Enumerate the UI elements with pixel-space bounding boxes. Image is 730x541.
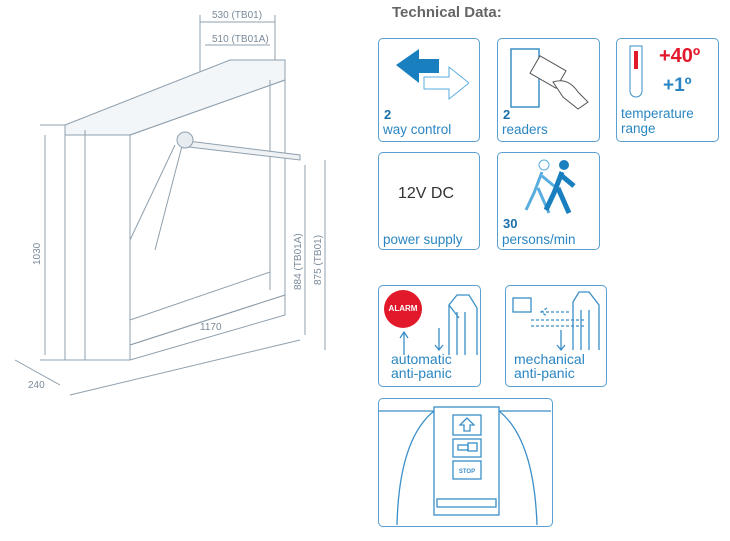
throughput-label: persons/min xyxy=(502,232,576,247)
dim-depth: 240 xyxy=(28,380,45,391)
power-label: power supply xyxy=(383,232,463,247)
card-temperature: +40º +1º temperature range xyxy=(616,38,719,142)
two-way-arrows-icon xyxy=(396,49,469,101)
dim-width-tb01a: 510 (TB01A) xyxy=(212,34,269,45)
dim-height-tb01a: 884 (TB01A) xyxy=(293,233,304,290)
dim-length: 1170 xyxy=(200,322,222,333)
dim-width-tb01: 530 (TB01) xyxy=(212,10,262,21)
temp-label1: temperature xyxy=(621,106,694,121)
card-way-control: 2 way control xyxy=(378,38,480,142)
way-number: 2 xyxy=(384,107,392,122)
turnstile-drawing: 530 (TB01) 510 (TB01A) 1030 884 (TB01A) … xyxy=(14,10,326,396)
walking-persons-icon xyxy=(524,159,576,215)
temp-label2: range xyxy=(621,121,656,136)
stop-label: STOP xyxy=(459,469,475,475)
card-throughput: 30 persons/min xyxy=(497,152,600,250)
card-readers: 2 readers xyxy=(497,38,600,142)
readers-label: readers xyxy=(502,122,548,137)
readers-number: 2 xyxy=(503,107,511,122)
temp-max: +40º xyxy=(659,45,701,67)
dim-height-tb01: 875 (TB01) xyxy=(313,235,324,285)
mech-panic-icon xyxy=(512,291,600,352)
throughput-number: 30 xyxy=(503,216,518,231)
auto-panic-label1: automatic xyxy=(391,351,452,367)
indicator-panel-drawing: STOP xyxy=(379,406,551,525)
card-auto-panic: ALARM automatic anti-panic xyxy=(378,285,481,387)
way-label: way control xyxy=(383,122,452,137)
auto-panic-icon xyxy=(399,294,478,355)
thermometer-icon xyxy=(629,45,643,98)
power-value: 12V DC xyxy=(398,185,455,202)
auto-panic-label2: anti-panic xyxy=(391,365,452,381)
section-title: Technical Data: xyxy=(392,4,502,21)
mech-panic-label2: anti-panic xyxy=(514,365,575,381)
dim-height-total: 1030 xyxy=(32,242,43,265)
card-indicator-panel: STOP xyxy=(378,398,553,527)
mech-panic-label1: mechanical xyxy=(514,351,585,367)
card-power: 12V DC power supply xyxy=(378,152,480,250)
alarm-badge: ALARM xyxy=(384,290,422,328)
card-mech-panic: mechanical anti-panic xyxy=(505,285,607,387)
temp-min: +1º xyxy=(663,75,692,96)
card-reader-icon xyxy=(510,48,589,110)
